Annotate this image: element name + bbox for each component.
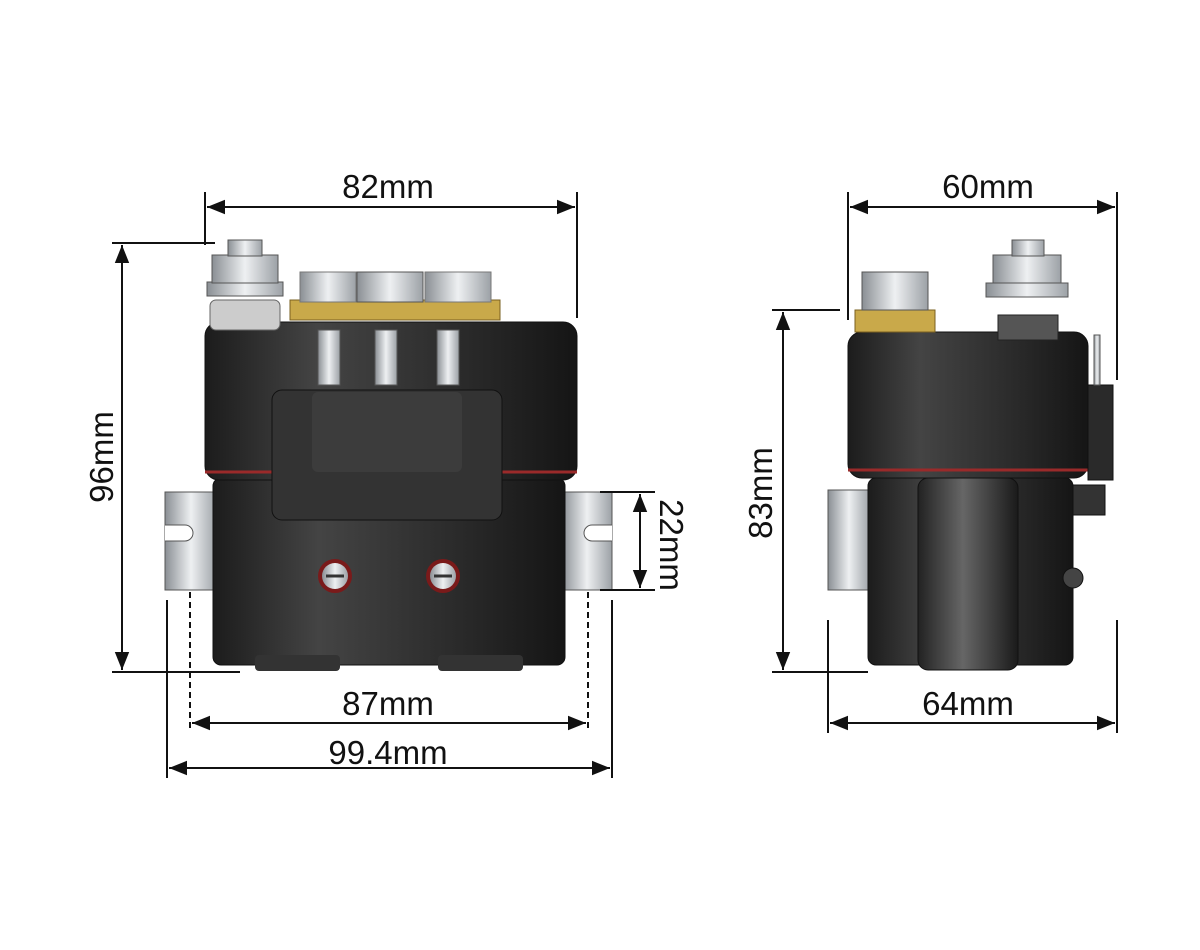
dim-side-overall-64: 64mm [922, 685, 1014, 722]
side-upper-housing [847, 331, 1089, 479]
dim-overall-99-4: 99.4mm [328, 734, 447, 771]
front-screw-right [426, 559, 460, 593]
dim-bracket-22: 22mm [653, 499, 690, 591]
side-dimension-lines [772, 192, 1118, 733]
dim-front-width-82: 82mm [342, 168, 434, 205]
side-terminal-left [854, 271, 936, 333]
side-mount-bracket [827, 489, 871, 591]
dim-side-height-83: 83mm [742, 447, 779, 539]
front-view-solenoid [164, 239, 613, 671]
side-view-solenoid [827, 239, 1114, 671]
front-dimension-lines [112, 192, 655, 778]
side-terminal-right [985, 239, 1069, 341]
dim-side-width-60: 60mm [942, 168, 1034, 205]
dim-front-height-96: 96mm [83, 411, 120, 503]
control-terminals [289, 271, 501, 386]
front-screw-left [318, 559, 352, 593]
coil-cylinder [917, 477, 1019, 671]
dim-mount-87: 87mm [342, 685, 434, 722]
main-terminal-stud [206, 239, 284, 331]
